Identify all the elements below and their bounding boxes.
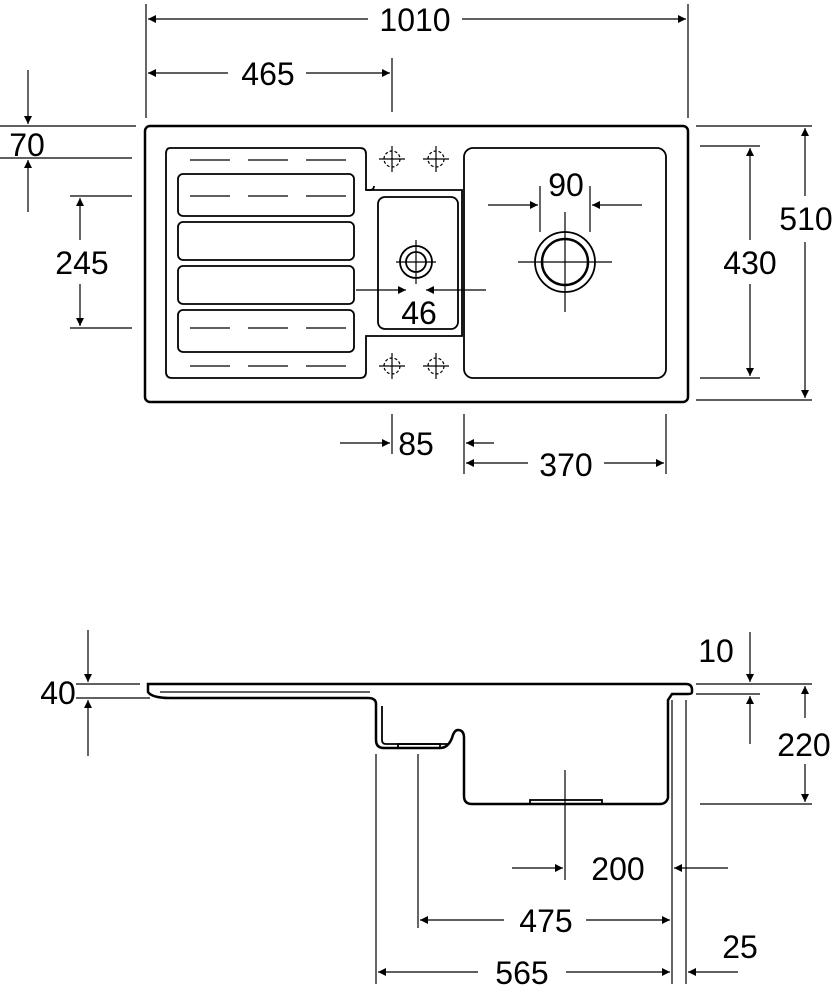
tap-hole-markers xyxy=(379,146,449,379)
dim-overall-depth: 510 xyxy=(779,201,832,237)
main-bowl xyxy=(463,147,667,379)
dim-small-bowl-width: 85 xyxy=(398,426,434,462)
dim-overall-width: 1010 xyxy=(379,2,450,38)
dim-drainer-length: 465 xyxy=(241,56,294,92)
drainer-rib-1 xyxy=(177,173,355,217)
sink-outline xyxy=(143,124,690,404)
dim-edge-25: 25 xyxy=(722,929,758,965)
dim-main-bowl-width: 370 xyxy=(539,447,592,483)
dim-rim-height: 40 xyxy=(40,675,76,711)
dim-flange: 10 xyxy=(698,633,734,669)
drainer-rib-3 xyxy=(177,265,355,305)
section-dimension-lines xyxy=(84,630,809,976)
plan-dimension-lines xyxy=(24,15,809,467)
dim-span-475: 475 xyxy=(519,903,572,939)
section-view: 40 10 220 200 475 565 25 xyxy=(40,630,831,991)
dim-top-offset: 70 xyxy=(9,127,45,163)
dim-small-waste: 46 xyxy=(401,295,437,331)
dim-bowl-height: 220 xyxy=(777,727,830,763)
dim-bowl-depth: 430 xyxy=(723,245,776,281)
dim-drainer-depth: 245 xyxy=(55,245,108,281)
drainer-outline-cut xyxy=(366,185,375,191)
section-extension-lines xyxy=(76,683,812,984)
plan-view: 1010 465 70 245 90 430 510 46 85 370 xyxy=(0,2,833,483)
drainer-rib-4 xyxy=(177,309,355,353)
drainer-rib-2 xyxy=(177,221,355,261)
dim-waste-diameter: 90 xyxy=(548,167,584,203)
small-bowl xyxy=(377,196,459,330)
drainer-outline xyxy=(165,147,463,379)
dim-waste-offset: 200 xyxy=(591,851,644,887)
plan-extension-lines xyxy=(0,4,812,474)
dim-span-565: 565 xyxy=(495,955,548,991)
sink-profile xyxy=(146,682,694,806)
